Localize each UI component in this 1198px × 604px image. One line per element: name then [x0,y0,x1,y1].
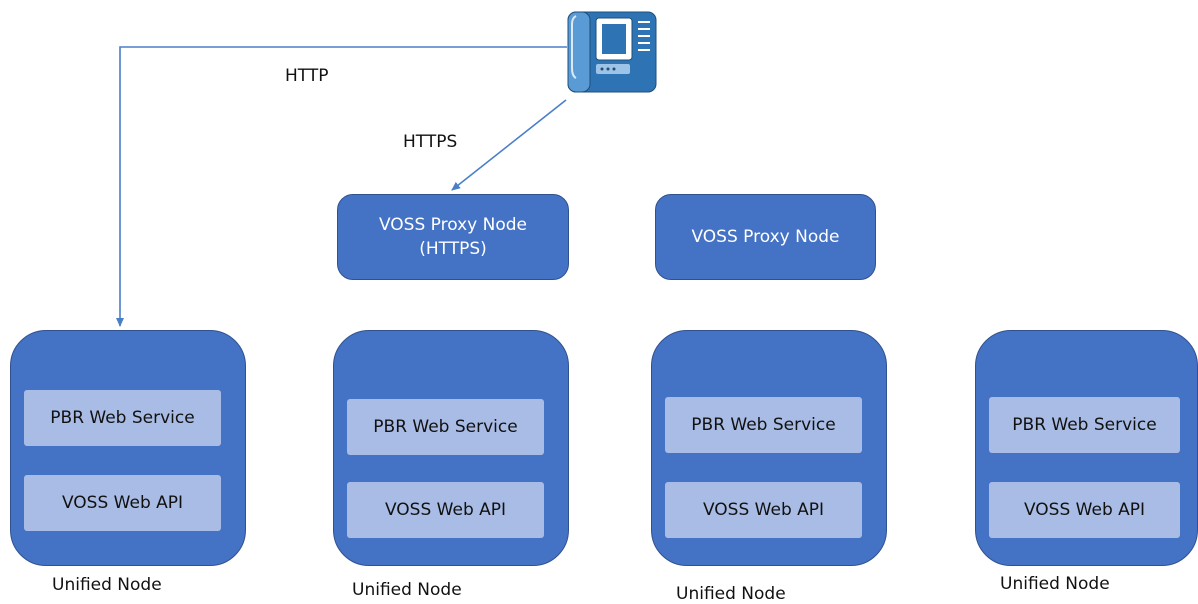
voss-web-api-box: VOSS Web API [665,482,862,538]
unified-node-3: PBR Web Service VOSS Web API [651,330,887,566]
proxy-node-https: VOSS Proxy Node (HTTPS) [337,194,569,280]
proxy-node: VOSS Proxy Node [655,194,876,280]
pbr-web-service-box: PBR Web Service [665,397,862,453]
proxy-node-subtitle: (HTTPS) [419,239,487,259]
proxy-node-title: VOSS Proxy Node [378,215,528,235]
pbr-web-service-box: PBR Web Service [347,399,544,455]
unified-node-caption: Unified Node [52,575,162,595]
http-label: HTTP [285,66,329,86]
https-label: HTTPS [403,132,458,152]
voss-web-api-box: VOSS Web API [347,482,544,538]
ip-phone-icon [567,11,657,93]
unified-node-4: PBR Web Service VOSS Web API [975,330,1198,566]
https-connector [451,99,567,191]
unified-node-caption: Unified Node [352,580,462,600]
http-connector [116,46,567,327]
unified-node-1: PBR Web Service VOSS Web API [10,330,246,566]
pbr-web-service-box: PBR Web Service [989,397,1180,453]
unified-node-caption: Unified Node [676,584,786,604]
pbr-web-service-box: PBR Web Service [24,390,221,446]
proxy-node-title: VOSS Proxy Node [691,227,840,247]
voss-web-api-box: VOSS Web API [24,475,221,531]
unified-node-2: PBR Web Service VOSS Web API [333,330,569,566]
unified-node-caption: Unified Node [1000,574,1110,594]
voss-web-api-box: VOSS Web API [989,482,1180,538]
